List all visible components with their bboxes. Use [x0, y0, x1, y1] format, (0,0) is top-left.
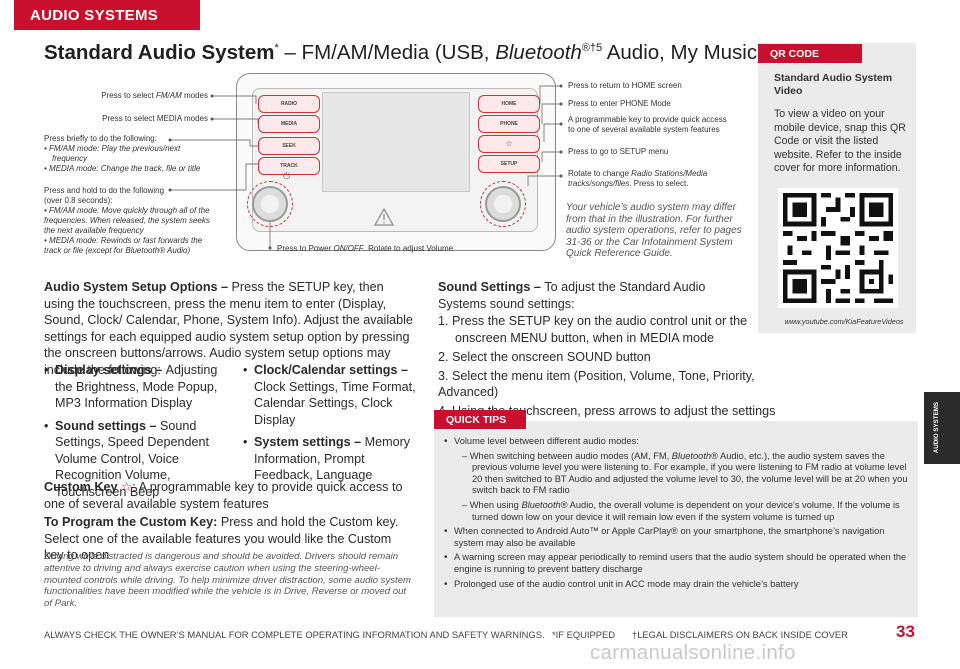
callout-home: Press to return to HOME screen: [568, 81, 682, 90]
callout-tune: Rotate to change Radio Stations/Media tr…: [568, 169, 708, 188]
page-number: 33: [896, 622, 915, 641]
footer-if-equipped: *IF EQUIPPED: [552, 629, 616, 640]
callout-fmam: Press to select FM/AM modes: [101, 91, 208, 100]
tune-knob-highlight: [480, 181, 526, 227]
track-key[interactable]: TRACK: [258, 157, 320, 175]
custom-key-paragraph: Custom Key ☆: A programmable key to prov…: [44, 480, 403, 511]
sound-settings-steps: 1. Press the SETUP key on the audio cont…: [438, 313, 798, 419]
power-volume-knob[interactable]: [252, 186, 288, 222]
callout-custom-key: A programmable key to provide quick acce…: [568, 115, 727, 134]
qr-code-text: To view a video on your mobile device, s…: [774, 108, 906, 174]
callout-media: Press to select MEDIA modes: [102, 114, 208, 123]
distraction-warning: Driving while distracted is dangerous an…: [44, 551, 412, 610]
qr-code-tag: QR CODE: [758, 44, 862, 63]
callout-seek-brief: Press briefly to do the following: • FM/…: [44, 134, 201, 173]
list-item: Clock/Calendar settings – Clock Settings…: [243, 362, 419, 428]
qr-code-image[interactable]: [778, 188, 898, 308]
list-item: When connected to Android Auto™ or Apple…: [444, 526, 912, 549]
setup-options-list-right: Clock/Calendar settings – Clock Settings…: [243, 362, 419, 490]
footer-warning: ALWAYS CHECK THE OWNER’S MANUAL FOR COMP…: [44, 629, 545, 640]
qr-code-pattern: [782, 192, 894, 304]
head-unit-screen: [322, 92, 470, 192]
list-item: – When using Bluetooth® Audio, the overa…: [462, 499, 900, 522]
quick-tips-tag: QUICK TIPS: [434, 410, 526, 429]
side-section-tab[interactable]: AUDIO SYSTEMS: [924, 392, 960, 464]
quick-tips-list: Volume level between different audio mod…: [444, 436, 912, 593]
callout-setup: Press to go to SETUP menu: [568, 147, 669, 156]
setup-options-paragraph: Audio System Setup Options – Press the S…: [44, 280, 413, 377]
footer-legal: †LEGAL DISCLAIMERS ON BACK INSIDE COVER: [632, 629, 848, 640]
custom-star-key[interactable]: ☆: [478, 135, 540, 153]
list-item: Display settings – Adjusting the Brightn…: [44, 362, 220, 412]
setup-key[interactable]: SETUP: [478, 155, 540, 173]
list-item: – When switching between audio modes (AM…: [462, 450, 908, 496]
media-key[interactable]: MEDIA: [258, 115, 320, 133]
callout-seek-hold: Press and hold to do the following (over…: [44, 186, 210, 255]
list-item: System settings – Memory Information, Pr…: [243, 434, 419, 484]
page-title: Standard Audio System* – FM/AM/Media (US…: [44, 41, 764, 64]
list-item: A warning screen may appear periodically…: [444, 552, 912, 575]
phone-key[interactable]: PHONE: [478, 115, 540, 133]
home-key[interactable]: HOME: [478, 95, 540, 113]
star-icon: ☆: [120, 480, 133, 494]
seek-key[interactable]: SEEK: [258, 137, 320, 155]
list-item: Prolonged use of the audio control unit …: [444, 579, 912, 591]
program-custom-key-paragraph: To Program the Custom Key: Press and hol…: [44, 515, 399, 562]
list-item: Sound settings – Sound Settings, Speed D…: [44, 418, 220, 501]
list-item: 3. Select the menu item (Position, Volum…: [438, 368, 755, 400]
qr-code-title: Standard Audio System Video: [774, 72, 893, 97]
callout-phone: Press to enter PHONE Mode: [568, 99, 671, 108]
warning-triangle-icon: [374, 208, 394, 226]
illustration-note: Your vehicle’s audio system may differ f…: [566, 202, 742, 259]
callout-power: Press to Power ON/OFF. Rotate to adjust …: [277, 244, 454, 253]
list-item: onscreen MENU button, when in MEDIA mode: [455, 330, 714, 345]
list-item: Volume level between different audio mod…: [444, 436, 912, 448]
qr-code-url[interactable]: www.youtube.com/KiaFeatureVideos: [784, 317, 904, 326]
tune-knob[interactable]: [485, 186, 521, 222]
radio-key[interactable]: RADIO: [258, 95, 320, 113]
watermark: carmanualsonline.info: [590, 641, 796, 664]
section-tab: AUDIO SYSTEMS: [14, 0, 200, 30]
setup-options-list-left: Display settings – Adjusting the Brightn…: [44, 362, 220, 506]
power-icon: ⏻: [283, 171, 291, 181]
sound-settings-intro: Sound Settings – To adjust the Standard …: [438, 280, 706, 311]
list-item: 1. Press the SETUP key on the audio cont…: [438, 314, 748, 328]
list-item: 2. Select the onscreen SOUND button: [438, 350, 651, 364]
callout-leader-lines: [168, 84, 563, 250]
